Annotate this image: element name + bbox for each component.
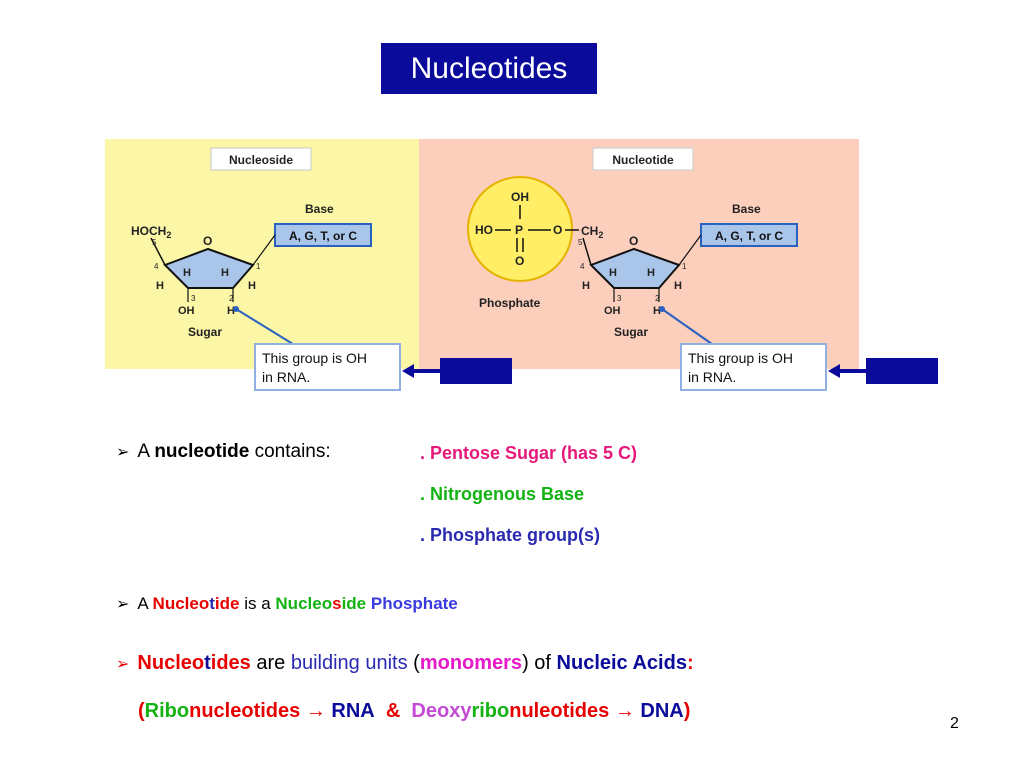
nucleoside-nucleotide-diagram: Nucleoside HOCH2 5 O 4 1 3 2 H H H H OH … <box>105 139 859 391</box>
svg-text:2: 2 <box>229 294 234 303</box>
ring-oxygen: O <box>629 234 638 248</box>
svg-text:4: 4 <box>580 262 585 271</box>
svg-text:in RNA.: in RNA. <box>262 369 310 385</box>
svg-text:3: 3 <box>191 294 196 303</box>
svg-text:1: 1 <box>682 262 687 271</box>
svg-text:H: H <box>183 267 191 279</box>
callout-left: This group is OH in RNA. <box>254 343 401 391</box>
callout-right: This group is OH in RNA. <box>680 343 827 391</box>
svg-text:H: H <box>647 267 655 279</box>
svg-text:H: H <box>156 280 164 292</box>
svg-text:H: H <box>674 280 682 292</box>
sugar-ring <box>163 247 255 289</box>
sugar-label: Sugar <box>614 325 648 339</box>
bullet-arrow-icon: ➢ <box>116 444 130 461</box>
svg-text:H: H <box>653 305 661 317</box>
svg-text:O: O <box>553 223 562 237</box>
hoch2-label: HOCH2 <box>131 224 171 240</box>
bullet-arrow-icon: ➢ <box>116 656 130 673</box>
svg-text:1: 1 <box>256 262 261 271</box>
base-label: Base <box>305 202 334 216</box>
svg-text:HO: HO <box>475 223 493 237</box>
svg-text:in RNA.: in RNA. <box>688 369 736 385</box>
svg-text:This group is OH: This group is OH <box>688 350 793 366</box>
svg-text:A, G, T, or C: A, G, T, or C <box>289 229 357 243</box>
svg-text:H: H <box>221 267 229 279</box>
nucleotide-label: Nucleotide <box>612 153 674 167</box>
page-number: 2 <box>950 715 959 732</box>
rna-dna-line: (Ribonucleotides → RNA & Deoxyribonuleot… <box>138 700 691 722</box>
svg-text:CH2: CH2 <box>581 224 603 240</box>
svg-text:H: H <box>248 280 256 292</box>
svg-text:3: 3 <box>617 294 622 303</box>
base-label: Base <box>732 202 761 216</box>
svg-text:5: 5 <box>152 238 157 247</box>
oh-group: OH <box>178 305 195 317</box>
sugar-label: Sugar <box>188 325 222 339</box>
left-arrow-pointer <box>402 358 512 384</box>
item-phosphate-groups: . Phosphate group(s) <box>420 525 600 545</box>
phosphate-group <box>467 176 573 282</box>
sugar-ring <box>589 247 681 289</box>
nucleotide-structure: Nucleotide OH HO P O Phosphate O CH2 5 O… <box>467 147 798 350</box>
svg-text:4: 4 <box>154 262 159 271</box>
nucleoside-label: Nucleoside <box>229 153 293 167</box>
item-pentose-sugar: . Pentose Sugar (has 5 C) <box>420 443 638 463</box>
svg-text:OH: OH <box>511 190 529 204</box>
bullet-nucleotide-definition: ➢A Nucleotide is a Nucleoside Phosphate <box>116 594 458 613</box>
right-arrow-pointer <box>828 358 938 384</box>
ring-oxygen: O <box>203 234 212 248</box>
svg-text:2: 2 <box>655 294 660 303</box>
svg-text:This group is OH: This group is OH <box>262 350 367 366</box>
svg-text:H: H <box>227 305 235 317</box>
bullet-arrow-icon: ➢ <box>116 596 130 613</box>
nucleoside-panel <box>105 139 419 369</box>
svg-text:H: H <box>609 267 617 279</box>
nucleoside-structure: Nucleoside HOCH2 5 O 4 1 3 2 H H H H OH … <box>131 147 372 350</box>
oh-group: OH <box>604 305 621 317</box>
svg-text:5: 5 <box>578 238 583 247</box>
slide-title: Nucleotides <box>381 43 597 94</box>
bullet-building-units: ➢Nucleotides are building units (monomer… <box>116 652 694 674</box>
item-nitrogenous-base: . Nitrogenous Base <box>420 484 585 504</box>
phosphate-label: Phosphate <box>479 296 541 310</box>
bullet-nucleotide-contains: ➢A nucleotide contains: <box>116 441 331 462</box>
svg-text:O: O <box>515 254 524 268</box>
svg-text:H: H <box>582 280 590 292</box>
svg-text:P: P <box>515 223 523 237</box>
svg-text:A, G, T, or C: A, G, T, or C <box>715 229 783 243</box>
